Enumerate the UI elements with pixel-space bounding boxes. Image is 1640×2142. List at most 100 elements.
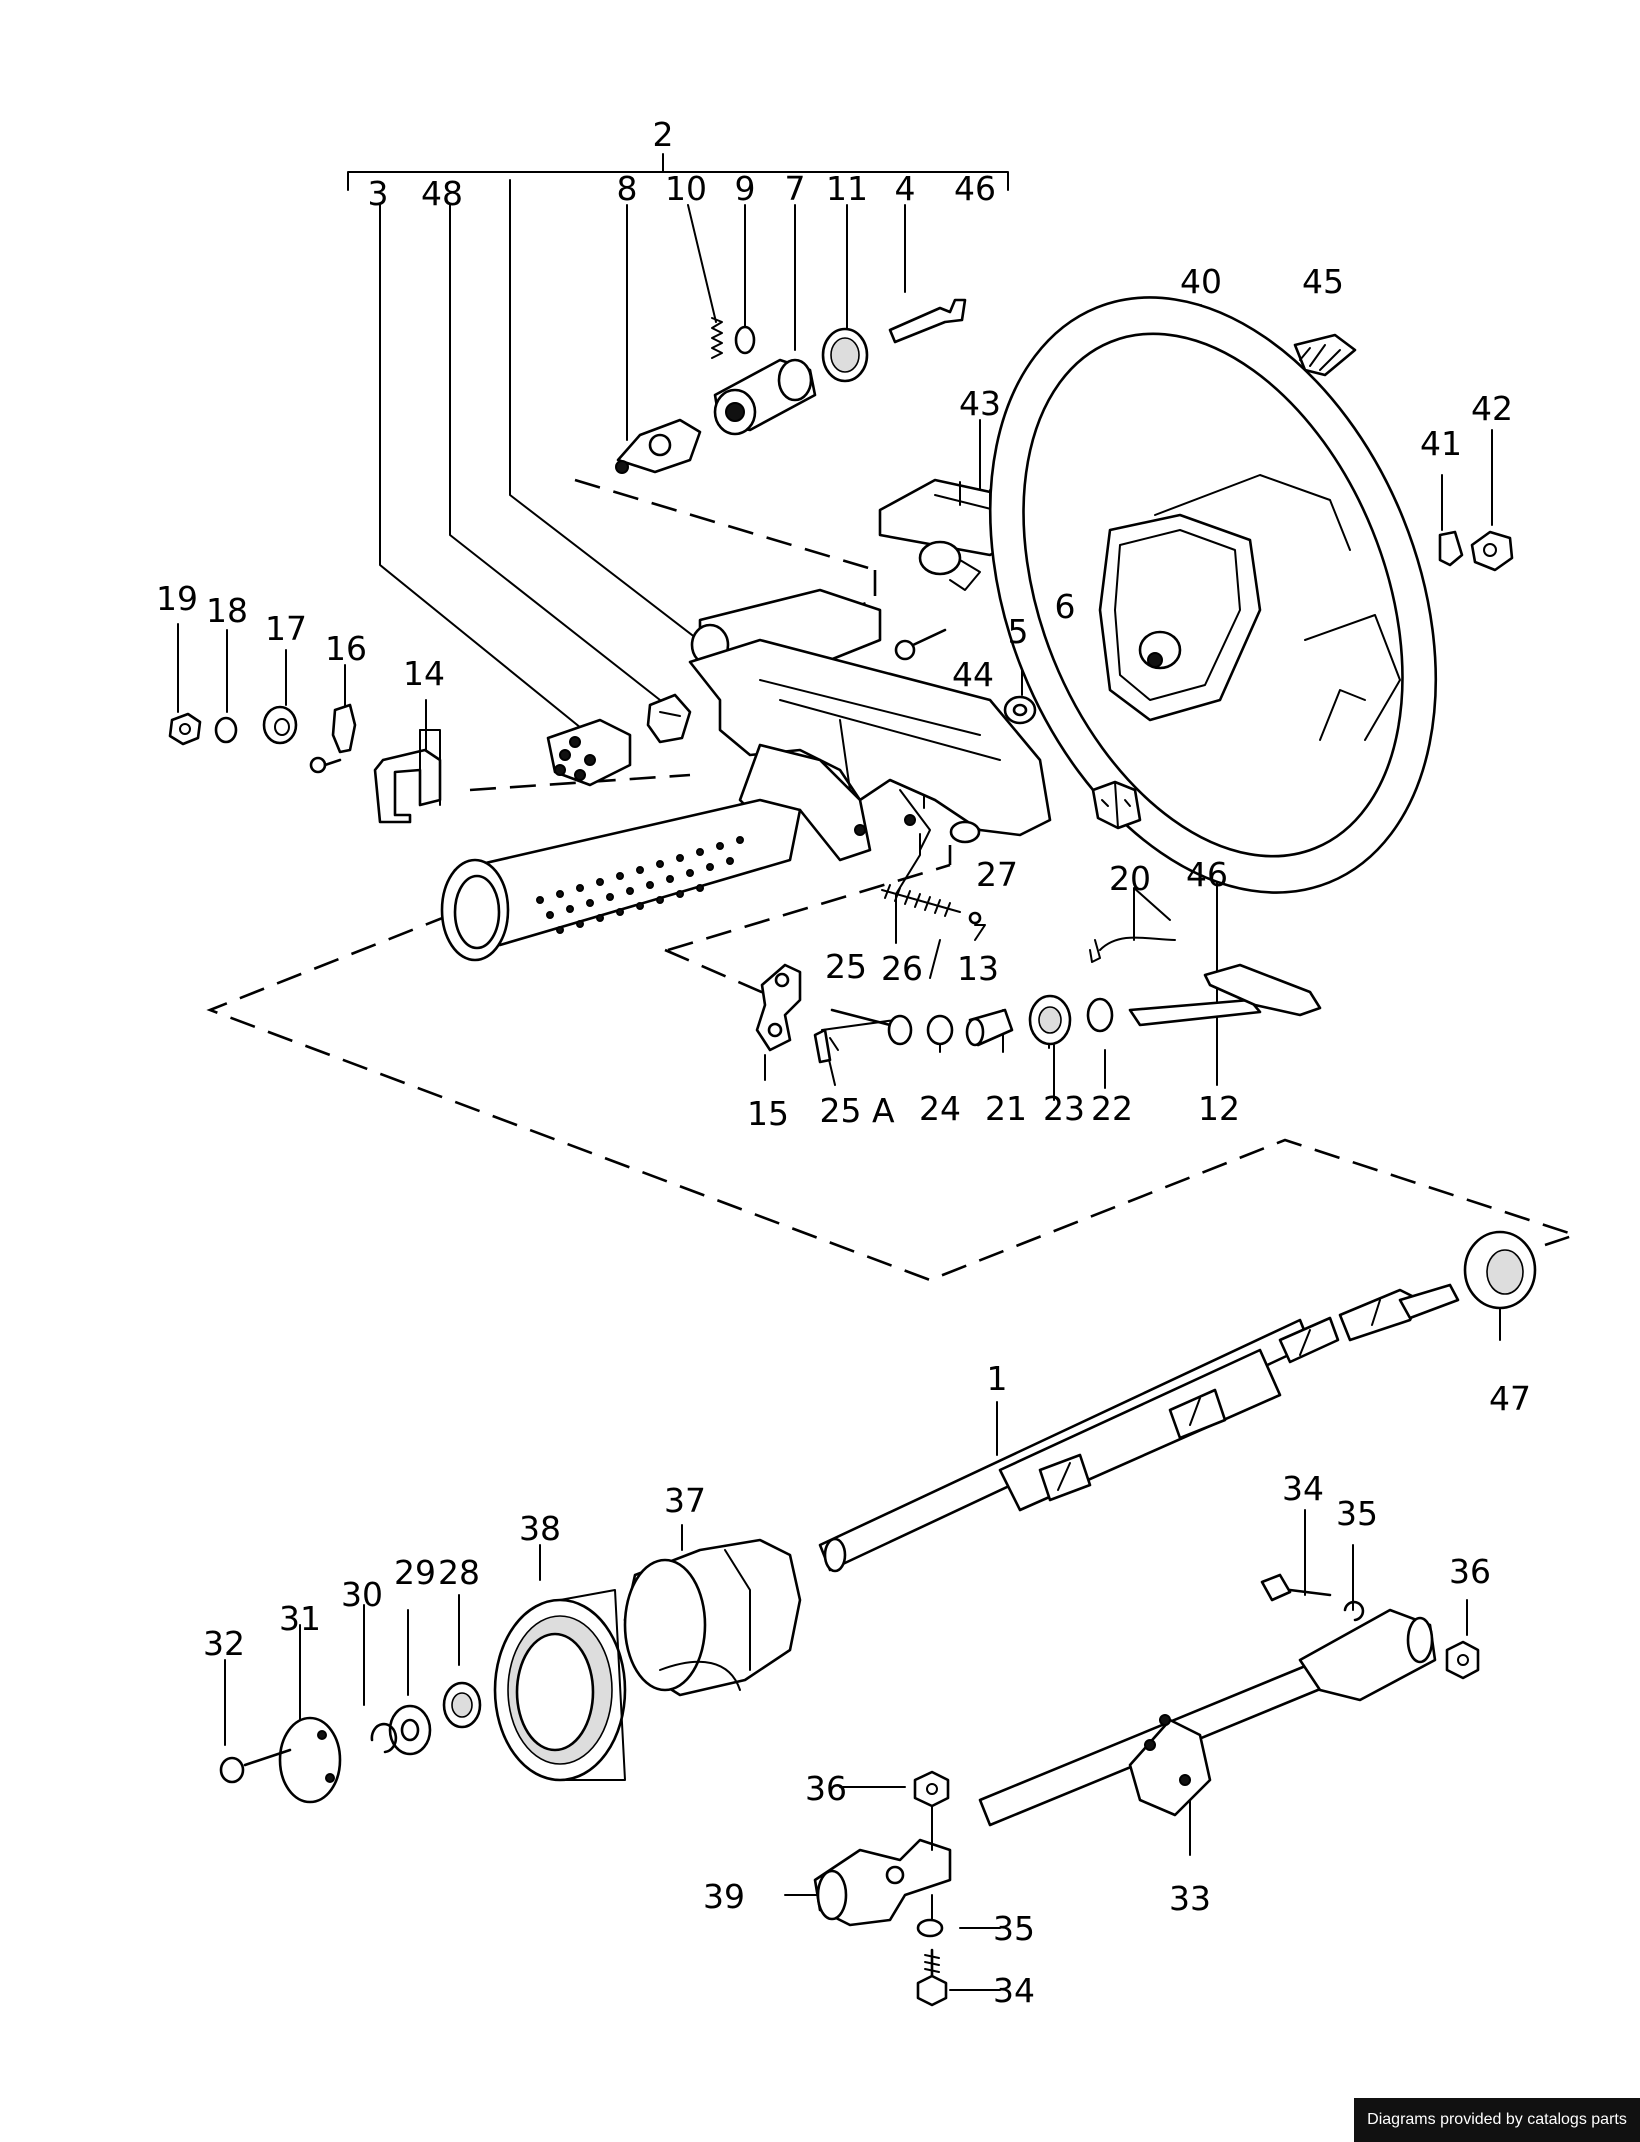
key-4: [888, 298, 967, 344]
nut-36-bottom: [913, 1770, 950, 1851]
label-20: 20: [1109, 859, 1151, 898]
ignition-switch: [615, 418, 702, 474]
label-31: 31: [279, 1599, 321, 1638]
label-34-bottom: 34: [993, 1971, 1035, 2010]
label-8: 8: [617, 169, 638, 208]
screw-32: [219, 1748, 292, 1784]
label-34-top: 34: [1282, 1469, 1324, 1508]
label-29: 29: [394, 1553, 436, 1592]
bracket-14: [373, 729, 442, 824]
label-48: 48: [421, 174, 463, 213]
label-14: 14: [403, 654, 445, 693]
label-41: 41: [1420, 424, 1462, 463]
label-9: 9: [735, 169, 756, 208]
label-47: 47: [1489, 1379, 1531, 1418]
washer-5: [1003, 695, 1037, 725]
label-6: 6: [1055, 587, 1076, 626]
label-2: 2: [653, 115, 674, 154]
plate-31: [278, 1716, 342, 1804]
label-25: 25: [825, 947, 867, 986]
label-46-top: 46: [954, 169, 996, 208]
alignment-dashes: [206, 478, 1580, 1282]
bolt-25: [830, 1008, 913, 1046]
label-24: 24: [919, 1089, 961, 1128]
switch-3: [546, 718, 632, 787]
label-46-bottom: 46: [1186, 855, 1228, 894]
lock-cylinder-7: [713, 358, 817, 436]
label-30: 30: [341, 1575, 383, 1614]
part-27: [949, 820, 981, 844]
part-48: [646, 693, 692, 744]
label-33: 33: [1169, 1879, 1211, 1918]
label-26: 26: [881, 949, 923, 988]
universal-joint-39: [813, 1838, 952, 1927]
steering-shaft-1: [818, 1283, 1460, 1573]
label-21: 21: [985, 1089, 1027, 1128]
label-44: 44: [952, 655, 994, 694]
label-36-bottom: 36: [805, 1769, 847, 1808]
spring-26: [881, 884, 961, 917]
column-housing: [688, 588, 1052, 862]
label-36-top: 36: [1449, 1552, 1491, 1591]
label-3: 3: [368, 174, 389, 213]
label-45: 45: [1302, 262, 1344, 301]
lever-12: [1128, 963, 1322, 1027]
washer-41: [1438, 530, 1464, 567]
washer-22: [1086, 997, 1114, 1033]
ring-38: [493, 1589, 627, 1782]
bearing-47: [1463, 1230, 1537, 1310]
bearing-28: [442, 1681, 482, 1729]
washer-9: [734, 325, 756, 355]
intermediate-shaft-33: [978, 1608, 1437, 1827]
label-22: 22: [1091, 1089, 1133, 1128]
label-11: 11: [826, 169, 868, 208]
label-17: 17: [265, 609, 307, 648]
label-28: 28: [438, 1553, 480, 1592]
label-1: 1: [987, 1359, 1008, 1398]
part-labels: 2 3 48 8 10 9 7 11 4 46 40 45 42 41 43 4…: [156, 115, 1531, 2010]
wire-20: [1089, 936, 1176, 963]
washer-35-top: [1343, 1600, 1365, 1622]
washer-18: [214, 716, 238, 744]
label-16: 16: [325, 629, 367, 668]
label-40: 40: [1180, 262, 1222, 301]
bolt-34-bottom: [916, 1948, 948, 2007]
part-16: [309, 703, 357, 774]
label-38: 38: [519, 1509, 561, 1548]
bushing-21: [965, 1008, 1014, 1047]
label-23: 23: [1043, 1089, 1085, 1128]
boot-37: [623, 1538, 802, 1697]
label-37: 37: [664, 1481, 706, 1520]
clip-45: [1293, 333, 1357, 377]
bolt-34-top: [1260, 1573, 1332, 1602]
label-13: 13: [957, 949, 999, 988]
clip-30: [370, 1722, 398, 1754]
label-35-bottom: 35: [993, 1909, 1035, 1948]
steering-wheel-40: [988, 296, 1438, 894]
label-18: 18: [206, 591, 248, 630]
label-12: 12: [1198, 1089, 1240, 1128]
bearing-23: [1028, 994, 1072, 1046]
clip-25a: [813, 1028, 839, 1064]
nut-42: [1470, 530, 1514, 572]
group-2-bracket: [347, 153, 1009, 191]
spring-10: [711, 317, 723, 359]
jacket-tube: [440, 798, 802, 962]
label-27: 27: [976, 855, 1018, 894]
label-10: 10: [665, 169, 707, 208]
label-42: 42: [1471, 389, 1513, 428]
label-43: 43: [959, 384, 1001, 423]
screw-44: [894, 628, 947, 661]
label-19: 19: [156, 579, 198, 618]
label-39: 39: [703, 1877, 745, 1916]
washer-17: [262, 705, 298, 745]
nut-19: [168, 712, 202, 746]
washer-35-bottom: [916, 1894, 944, 1938]
label-25a: 25 A: [819, 1091, 894, 1130]
ring-11: [821, 327, 869, 383]
lever-15: [755, 963, 802, 1052]
nut-36-top: [1445, 1640, 1480, 1680]
washer-24: [926, 1014, 954, 1046]
